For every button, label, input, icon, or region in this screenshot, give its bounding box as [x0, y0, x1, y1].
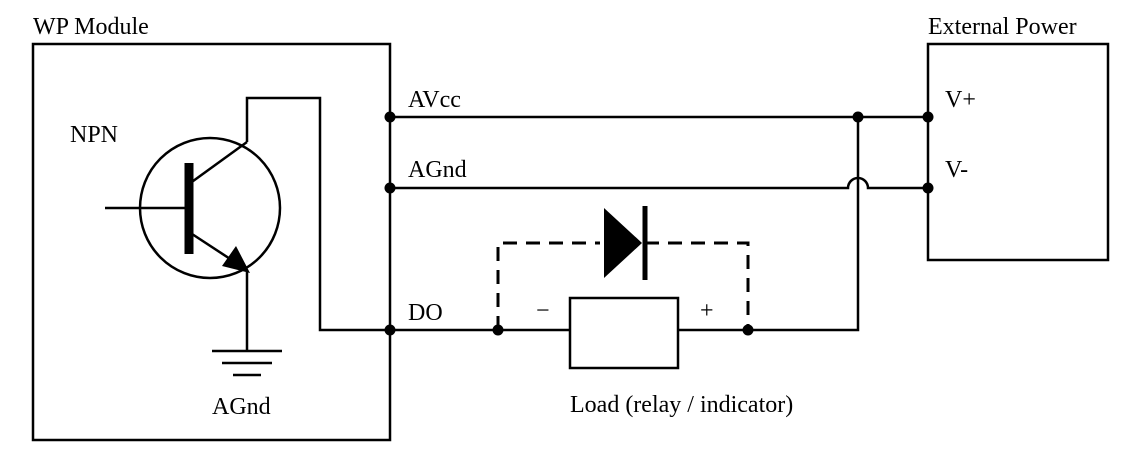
vminus-terminal-dot — [922, 182, 934, 194]
do-label: DO — [408, 300, 443, 326]
diode-left-dashed-wire — [496, 241, 600, 330]
load-box — [568, 296, 680, 370]
load-plus-label: + — [700, 298, 714, 324]
load-minus-junction-dot — [492, 324, 504, 336]
emitter-arrow-icon — [222, 246, 250, 273]
npn-label: NPN — [70, 122, 118, 148]
load-caption: Load (relay / indicator) — [570, 392, 793, 418]
module-ground-label: AGnd — [212, 394, 271, 420]
module-title: WP Module — [33, 14, 149, 40]
load-plus-junction-dot — [742, 324, 754, 336]
avcc-branch-dot — [852, 111, 864, 123]
vplus-terminal-dot — [922, 111, 934, 123]
load-minus-label: − — [536, 298, 550, 324]
external-power-box — [926, 42, 1110, 262]
avcc-terminal-dot — [384, 111, 396, 123]
avcc-to-load-wire — [748, 117, 860, 332]
collector-to-do-wire — [245, 96, 390, 332]
agnd-terminal-dot — [384, 182, 396, 194]
external-power-title: External Power — [928, 14, 1077, 40]
agnd-wire — [390, 176, 928, 190]
diode-icon — [604, 206, 648, 280]
collector-lead — [188, 140, 248, 186]
avcc-label: AVcc — [408, 87, 461, 113]
ground-symbol-icon — [212, 349, 282, 377]
npn-transistor-symbol — [105, 136, 282, 280]
do-terminal-dot — [384, 324, 396, 336]
module-box — [31, 42, 392, 442]
diode-right-dashed-wire — [645, 241, 750, 330]
agnd-label: AGnd — [408, 157, 467, 183]
vplus-label: V+ — [945, 87, 976, 113]
vminus-label: V- — [945, 157, 968, 183]
